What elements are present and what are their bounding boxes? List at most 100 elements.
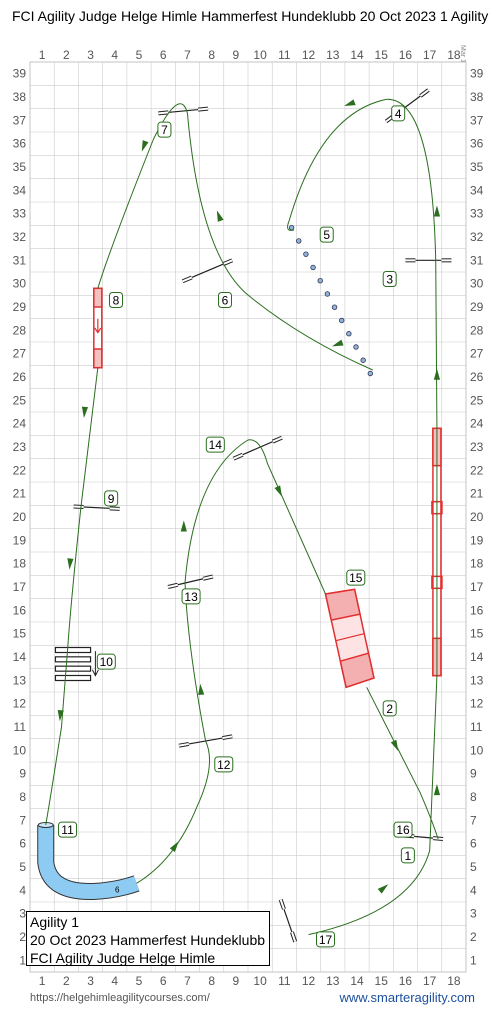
- y-tick-label: 24: [470, 417, 484, 431]
- x-tick-label: 2: [63, 974, 70, 988]
- x-tick-label: 15: [375, 48, 389, 62]
- number-badge: [400, 847, 415, 864]
- y-tick-label: 28: [470, 323, 484, 337]
- y-tick-label: 22: [13, 463, 27, 477]
- obstacle-5-weaves: [288, 224, 374, 377]
- obstacle-number-13: 13: [181, 588, 201, 605]
- y-tick-label: 34: [13, 183, 27, 197]
- path-direction-arrow: [390, 739, 399, 752]
- y-tick-label: 32: [470, 230, 484, 244]
- y-tick-label: 21: [470, 487, 484, 501]
- obstacle-number-2: 2: [382, 700, 397, 717]
- path-direction-arrow: [57, 709, 64, 722]
- number-badge: [205, 436, 225, 453]
- number-badge: [108, 292, 123, 308]
- longjump-board: [54, 674, 92, 682]
- obstacle-13-jump: [167, 574, 214, 589]
- jump-wing-fill: [279, 899, 285, 910]
- y-tick-label: 31: [13, 253, 27, 267]
- number-text: 16: [396, 823, 410, 837]
- footer-url-right[interactable]: www.smarteragility.com: [339, 990, 475, 1005]
- seesaw-contact: [93, 287, 103, 308]
- x-tick-label: 6: [160, 974, 167, 988]
- longjump-direction-arrow: [91, 651, 99, 677]
- weave-pole: [346, 331, 352, 337]
- obstacle-15-aframe: [324, 588, 375, 689]
- weave-pole: [296, 238, 302, 244]
- y-tick-label: 34: [470, 183, 484, 197]
- weave-pole: [324, 291, 331, 297]
- y-tick-label: 23: [13, 440, 27, 454]
- y-tick-label: 21: [13, 487, 27, 501]
- jump-wing-fill: [182, 276, 193, 283]
- x-tick-label: 1: [39, 974, 46, 988]
- y-tick-label: 16: [470, 603, 484, 617]
- y-tick-label: 15: [470, 627, 484, 641]
- y-tick-label: 37: [470, 113, 484, 127]
- x-tick-label: 16: [399, 48, 413, 62]
- y-tick-label: 9: [19, 767, 26, 781]
- x-tick-label: 16: [399, 974, 413, 988]
- y-tick-label: 37: [13, 113, 27, 127]
- grid: 1122334455667788991010111112121313141415…: [13, 48, 484, 988]
- y-tick-label: 2: [19, 930, 26, 944]
- obstacle-number-3: 3: [382, 271, 397, 287]
- y-tick-label: 17: [13, 580, 27, 594]
- obstacle-number-8: 8: [108, 292, 123, 308]
- x-tick-label: 11: [278, 48, 291, 62]
- number-badge: [382, 271, 397, 287]
- x-tick-label: 14: [350, 48, 364, 62]
- y-tick-label: 9: [470, 767, 477, 781]
- path-direction-arrow: [169, 841, 179, 852]
- y-tick-label: 3: [19, 907, 26, 921]
- path-direction-arrow: [180, 520, 187, 532]
- number-text: 1: [405, 849, 412, 863]
- x-tick-label: 17: [423, 48, 437, 62]
- jump-wing-fill: [222, 259, 233, 266]
- x-tick-label: 9: [233, 974, 240, 988]
- obstacle-number-11: 11: [58, 821, 78, 838]
- weave-pole: [360, 357, 366, 363]
- number-badge: [316, 931, 336, 948]
- x-tick-label: 3: [87, 974, 94, 988]
- obstacle-number-9: 9: [104, 490, 119, 507]
- aframe-apex: [335, 633, 365, 642]
- number-text: 7: [161, 123, 168, 137]
- x-tick-label: 7: [184, 48, 191, 62]
- y-tick-label: 23: [470, 440, 484, 454]
- y-tick-label: 12: [470, 697, 484, 711]
- y-tick-label: 4: [470, 883, 477, 897]
- y-tick-label: 14: [470, 650, 484, 664]
- y-tick-label: 38: [470, 90, 484, 104]
- number-text: 17: [319, 933, 333, 947]
- y-tick-label: 19: [13, 533, 27, 547]
- weave-pole: [353, 344, 359, 350]
- y-tick-label: 10: [470, 743, 484, 757]
- x-tick-label: 6: [160, 48, 167, 62]
- path-direction-arrow: [274, 485, 283, 497]
- y-tick-label: 35: [470, 160, 484, 174]
- obstacle-17-jump: [278, 899, 298, 943]
- y-tick-label: 11: [470, 720, 483, 734]
- longjump-board: [54, 665, 92, 672]
- y-tick-label: 8: [470, 790, 477, 804]
- weave-pole: [367, 370, 374, 377]
- number-badge: [393, 821, 413, 838]
- y-tick-label: 3: [470, 907, 477, 921]
- obstacle-number-17: 17: [316, 931, 336, 948]
- path-direction-arrow: [433, 205, 441, 217]
- x-tick-label: 14: [350, 974, 364, 988]
- obstacle-number-12: 12: [214, 756, 234, 773]
- y-tick-label: 35: [13, 160, 27, 174]
- y-tick-label: 7: [470, 813, 477, 827]
- tunnel-body: [38, 825, 140, 900]
- x-tick-label: 17: [423, 974, 437, 988]
- info-line-3: FCI Agility Judge Helge Himle: [30, 950, 216, 966]
- y-tick-label: 24: [13, 417, 27, 431]
- obstacle-number-14: 14: [205, 436, 225, 453]
- footer-url-left[interactable]: https://helgehimleagilitycourses.com/: [30, 992, 210, 1004]
- y-tick-label: 32: [13, 230, 27, 244]
- y-tick-label: 13: [13, 673, 27, 687]
- number-badge: [217, 292, 232, 308]
